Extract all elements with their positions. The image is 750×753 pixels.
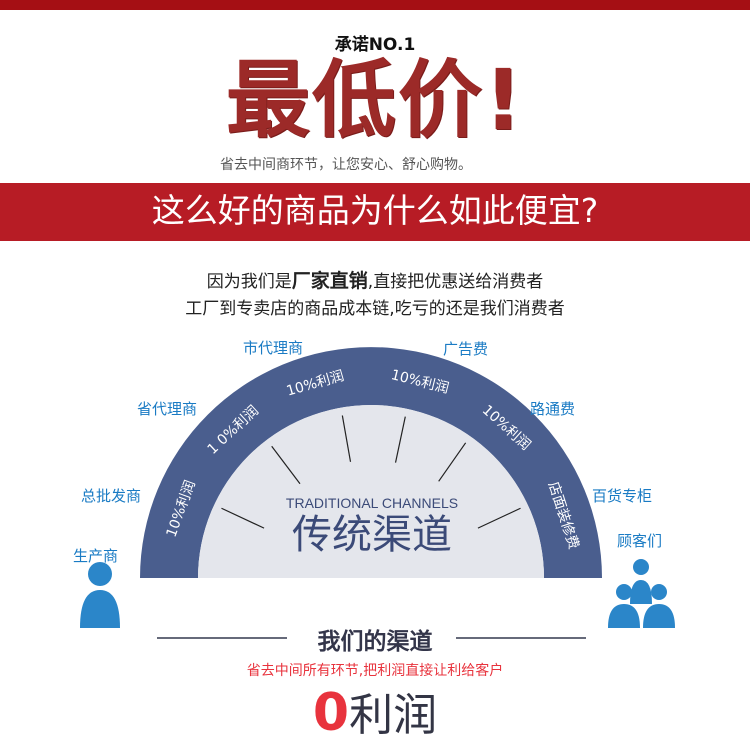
label-province-agent: 省代理商 [137, 400, 198, 418]
producer-person-icon [80, 562, 120, 628]
question-text: 这么好的商品为什么如此便宜? [151, 191, 599, 230]
explanation-line-2: 工厂到专卖店的商品成本链,吃亏的还是我们消费者 [185, 299, 565, 319]
line1-pre: 因为我们是 [206, 272, 292, 292]
profit-text: 利润 [349, 690, 438, 741]
promise-label: 承诺NO.1 [334, 35, 416, 55]
lowest-price-headline: 最低价! [225, 51, 525, 149]
channel-tick-line [341, 415, 352, 462]
line1-post: ,直接把优惠送给消费者 [367, 272, 544, 292]
top-red-bar [0, 0, 750, 10]
label-ad-cost: 广告费 [443, 340, 489, 358]
channel-tick-line [221, 507, 265, 529]
headline-subtitle: 省去中间商环节，让您安心、舒心购物。 [220, 157, 472, 173]
divider-right [456, 637, 586, 639]
label-road-cost: 路通费 [530, 400, 576, 418]
label-wholesaler: 总批发商 [81, 487, 142, 505]
channel-tick-line [394, 416, 406, 463]
explanation-line-1: 因为我们是厂家直销,直接把优惠送给消费者 [0, 266, 750, 293]
channel-arc-inner [198, 405, 544, 578]
traditional-title-en: TRADITIONAL CHANNELS [286, 495, 458, 511]
zero-profit: 0利润 [0, 683, 750, 746]
divider-left [157, 637, 287, 639]
question-banner [0, 183, 750, 241]
label-producer: 生产商 [73, 547, 119, 565]
line1-bold: 厂家直销 [291, 270, 368, 292]
zero-digit: 0 [312, 683, 350, 743]
our-channel-title: 我们的渠道 [317, 629, 433, 655]
channel-arc-band [140, 347, 602, 578]
customers-group-icon [608, 559, 675, 628]
channel-tick-line [477, 507, 521, 529]
label-dept-store: 百货专柜 [592, 487, 653, 505]
channel-tick-line [271, 445, 301, 485]
traditional-title-cn: 传统渠道 [292, 512, 452, 558]
label-customers: 顾客们 [617, 532, 663, 550]
label-city-agent: 市代理商 [243, 339, 304, 357]
our-channel-subtitle: 省去中间所有环节,把利润直接让利给客户 [246, 663, 504, 679]
channel-tick-line [438, 442, 467, 482]
